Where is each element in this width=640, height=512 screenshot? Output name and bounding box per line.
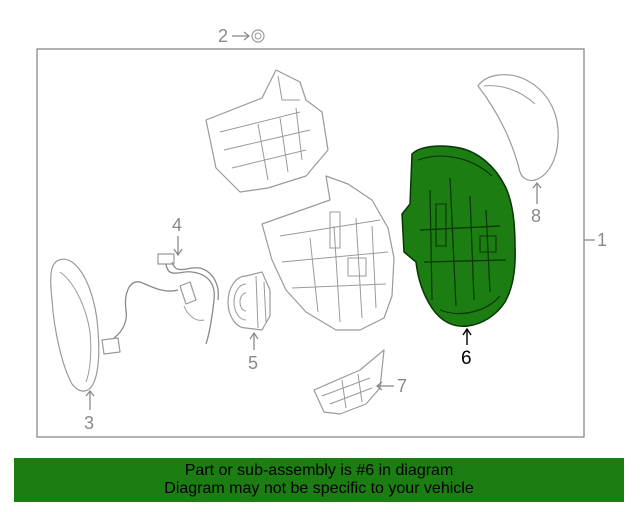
callout-7[interactable]: 7 <box>397 376 407 396</box>
part-4-harness[interactable] <box>101 253 220 355</box>
diagram-frame <box>36 48 585 438</box>
banner-line-1: Part or sub-assembly is #6 in diagram <box>184 462 454 479</box>
callout-5[interactable]: 5 <box>248 353 258 373</box>
info-banner: Part or sub-assembly is #6 in diagram Di… <box>14 458 624 502</box>
callout-4[interactable]: 4 <box>172 215 182 235</box>
part-6-housing[interactable] <box>401 145 516 328</box>
part-2-screw[interactable] <box>251 29 265 43</box>
parts-diagram: 1 2 8 6 4 <box>36 26 607 438</box>
part-5-motor[interactable] <box>227 271 271 331</box>
callout-6[interactable]: 6 <box>461 348 472 369</box>
part-7-trim[interactable] <box>313 349 385 415</box>
part-8-cap[interactable] <box>477 74 559 182</box>
callout-1[interactable]: 1 <box>597 230 607 250</box>
callout-3[interactable]: 3 <box>84 413 94 433</box>
part-3-glass[interactable] <box>50 258 100 392</box>
callout-2[interactable]: 2 <box>218 26 228 46</box>
callout-8[interactable]: 8 <box>531 206 541 226</box>
mirror-base <box>261 175 395 331</box>
upper-bracket <box>205 69 329 193</box>
banner-line-2: Diagram may not be specific to your vehi… <box>164 480 474 497</box>
